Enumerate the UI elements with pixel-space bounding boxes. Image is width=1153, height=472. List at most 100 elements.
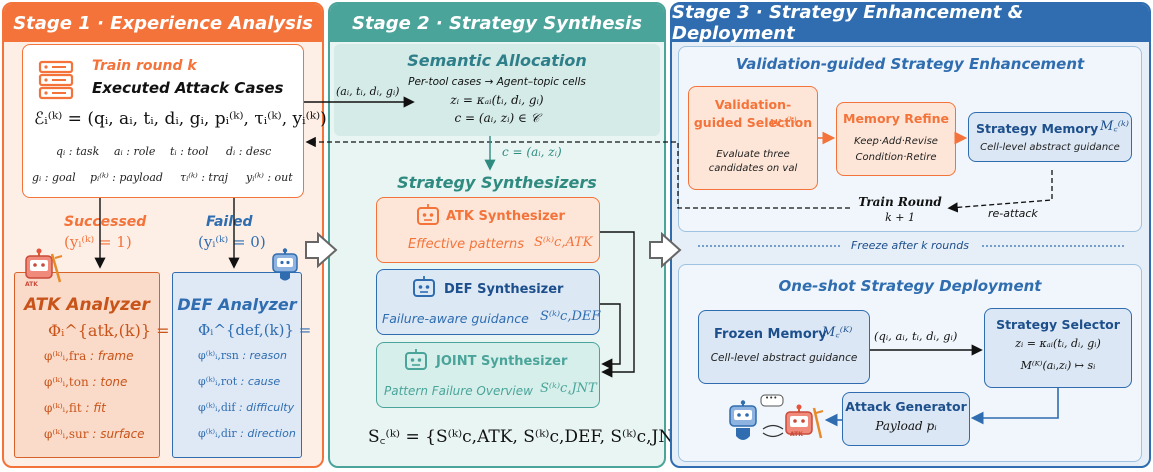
legend-tau: τᵢ⁽ᵏ⁾ : traj	[180, 171, 229, 184]
legend-d: dᵢ : desc	[226, 145, 272, 158]
validation-selection-symbol: w꜀⁽ᵏ⁾	[770, 115, 797, 130]
strategy-set-formula: S꜀⁽ᵏ⁾ = {S⁽ᵏ⁾c,ATK, S⁽ᵏ⁾c,DEF, S⁽ᵏ⁾c,JNT…	[368, 427, 696, 447]
legend-t: tᵢ : tool	[170, 145, 209, 158]
semantic-formula-c: c = (aᵢ, zᵢ) ∈ 𝒞	[454, 111, 540, 125]
def-item-label: : difficulty	[235, 401, 295, 414]
atk-analyzer-title: ATK Analyzer	[24, 295, 150, 315]
stage1-title: Stage 1 · Experience Analysis	[4, 4, 322, 42]
joint-synthesizer-desc: Pattern Failure Overview	[384, 384, 533, 398]
freeze-label: Freeze after k rounds	[851, 239, 969, 252]
frozen-memory-desc: Cell-level abstract guidance	[710, 352, 858, 364]
atk-item-label: : surface	[88, 427, 145, 441]
joint-robot-icon	[405, 349, 427, 370]
def-synthesizer-title: DEF Synthesizer	[444, 282, 564, 297]
memory-refine-title: Memory Refine	[843, 111, 949, 126]
stage3-title: Stage 3 · Strategy Enhancement & Deploym…	[672, 4, 1149, 44]
atk-robot-icon	[417, 204, 439, 225]
successed-condition: (yᵢ⁽ᵏ⁾ = 1)	[64, 233, 132, 251]
cases-formula: ℰᵢ⁽ᵏ⁾ = (qᵢ, aᵢ, tᵢ, dᵢ, gᵢ, pᵢ⁽ᵏ⁾, τᵢ⁽ᵏ…	[34, 109, 327, 129]
atk-synthesizer-desc: Effective patterns	[408, 237, 525, 252]
strategy-selector-box	[984, 308, 1132, 388]
strategy-selector-formula-m: M⁽ᴷ⁾(aᵢ,zᵢ) ↦ sᵢ	[1020, 359, 1096, 372]
def-analyzer-title: DEF Analyzer	[177, 295, 297, 314]
atk-item-label: : frame	[86, 349, 134, 363]
atk-item-sym: φ⁽ᵏ⁾ᵢ,sur	[44, 427, 89, 441]
def-item: φ⁽ᵏ⁾ᵢ,dir : direction	[198, 427, 296, 441]
atk-item-sym: φ⁽ᵏ⁾ᵢ,ton	[44, 375, 89, 389]
train-round-k1: k + 1	[885, 211, 915, 224]
semantic-allocation-title: Semantic Allocation	[407, 51, 587, 70]
atk-synthesizer-symbol: S⁽ᵏ⁾c,ATK	[534, 235, 593, 250]
executed-cases-title: Executed Attack Cases	[92, 79, 284, 97]
strategy-memory-desc: Cell-level abstract guidance	[980, 142, 1120, 153]
atk-synthesizer-box	[376, 197, 600, 263]
def-item: φ⁽ᵏ⁾ᵢ,rsn : reason	[198, 349, 287, 363]
atk-item: φ⁽ᵏ⁾ᵢ,fit : fit	[44, 401, 106, 416]
attack-generator-desc: Payload pᵢ	[875, 419, 937, 433]
query-tuple-label: (qᵢ, aᵢ, tᵢ, dᵢ, gᵢ)	[874, 329, 958, 343]
attack-generator-box	[842, 392, 970, 446]
def-item-sym: φ⁽ᵏ⁾ᵢ,dir	[198, 427, 237, 440]
train-round-label: Train round k	[92, 58, 197, 74]
memory-refine-desc-2: Condition·Retire	[855, 152, 937, 163]
train-round-next-label: Train Round	[858, 195, 942, 209]
def-analyzer-formula: Φᵢ^{def,(k)} =	[198, 321, 312, 339]
def-analyzer-box	[172, 272, 302, 458]
def-item: φ⁽ᵏ⁾ᵢ,dif : difficulty	[198, 401, 295, 415]
def-item-sym: φ⁽ᵏ⁾ᵢ,rot	[198, 375, 238, 388]
def-synthesizer-box	[376, 269, 600, 335]
def-item-sym: φ⁽ᵏ⁾ᵢ,rsn	[198, 349, 239, 362]
atk-item: φ⁽ᵏ⁾ᵢ,ton : tone	[44, 375, 128, 390]
failed-label: Failed	[206, 214, 253, 230]
def-item: φ⁽ᵏ⁾ᵢ,rot : cause	[198, 375, 280, 389]
semantic-allocation-subtitle: Per-tool cases → Agent–topic cells	[408, 76, 586, 88]
failed-condition: (yᵢ⁽ᵏ⁾ = 0)	[198, 233, 266, 251]
legend-q: qᵢ : task	[56, 145, 100, 158]
atk-synthesizer-title: ATK Synthesizer	[446, 209, 565, 224]
atk-item-sym: φ⁽ᵏ⁾ᵢ,fra	[44, 349, 87, 363]
semantic-allocation-box	[334, 44, 660, 136]
input-tuple-label: (aᵢ, tᵢ, dᵢ, gᵢ)	[336, 85, 400, 98]
def-robot-icon	[413, 276, 435, 297]
defense-robot-icon	[729, 400, 757, 440]
successed-label: Successed	[64, 214, 147, 230]
strategy-memory-title: Strategy Memory	[976, 121, 1099, 136]
strategy-memory-symbol: M꜀⁽ᵏ⁾	[1100, 119, 1129, 134]
chat-dots: •••	[765, 394, 778, 402]
atk-badge: ATK	[790, 431, 803, 438]
frozen-memory-title: Frozen Memory	[714, 327, 827, 342]
strategy-selector-title: Strategy Selector	[996, 317, 1120, 332]
validation-selection-title: Validation-guided Selection	[693, 97, 813, 131]
def-synthesizer-symbol: S⁽ᵏ⁾c,DEF	[540, 309, 601, 324]
attack-generator-title: Attack Generator	[845, 399, 967, 414]
joint-synthesizer-title: JOINT Synthesizer	[436, 354, 568, 369]
frozen-memory-symbol: M꜀⁽ᴷ⁾	[822, 325, 853, 340]
synthesizers-title: Strategy Synthesizers	[397, 173, 597, 192]
attack-robot-icon	[785, 404, 824, 439]
atk-item: φ⁽ᵏ⁾ᵢ,sur : surface	[44, 427, 145, 442]
re-attack-label: re-attack	[988, 207, 1038, 220]
validation-selection-desc: Evaluate three candidates on val	[708, 149, 798, 174]
atk-analyzer-box	[14, 272, 160, 458]
def-item-label: : direction	[236, 427, 296, 440]
legend-g: gᵢ : goal	[32, 171, 76, 184]
atk-item-label: : fit	[81, 401, 106, 415]
legend-y: yᵢ⁽ᵏ⁾ : out	[246, 171, 293, 184]
enhancement-title: Validation-guided Strategy Enhancement	[735, 55, 1085, 73]
chat-bubble-icon	[760, 394, 784, 407]
atk-item-label: : tone	[88, 375, 128, 389]
def-item-sym: φ⁽ᵏ⁾ᵢ,dif	[198, 401, 236, 414]
strategy-selector-formula-z: zᵢ = κₐᵢ(tᵢ, dᵢ, gᵢ)	[1015, 337, 1101, 350]
legend-p: pᵢ⁽ᵏ⁾ : payload	[90, 171, 163, 184]
semantic-formula-z: zᵢ = κₐᵢ(tᵢ, dᵢ, gᵢ)	[450, 93, 544, 107]
memory-refine-desc-1: Keep·Add·Revise	[854, 136, 938, 147]
def-item-label: : reason	[238, 349, 287, 362]
memory-refine-box	[836, 102, 956, 176]
attack-robot-icon	[25, 248, 63, 283]
strategy-memory-box	[968, 112, 1132, 162]
stage2-title: Stage 2 · Strategy Synthesis	[330, 4, 664, 42]
joint-synthesizer-symbol: S⁽ᵏ⁾c,JNT	[540, 381, 597, 396]
atk-analyzer-formula: Φᵢ^{atk,(k)} =	[48, 321, 170, 340]
cell-label: c = (aᵢ, zᵢ)	[502, 145, 562, 159]
frozen-memory-box	[698, 310, 870, 384]
